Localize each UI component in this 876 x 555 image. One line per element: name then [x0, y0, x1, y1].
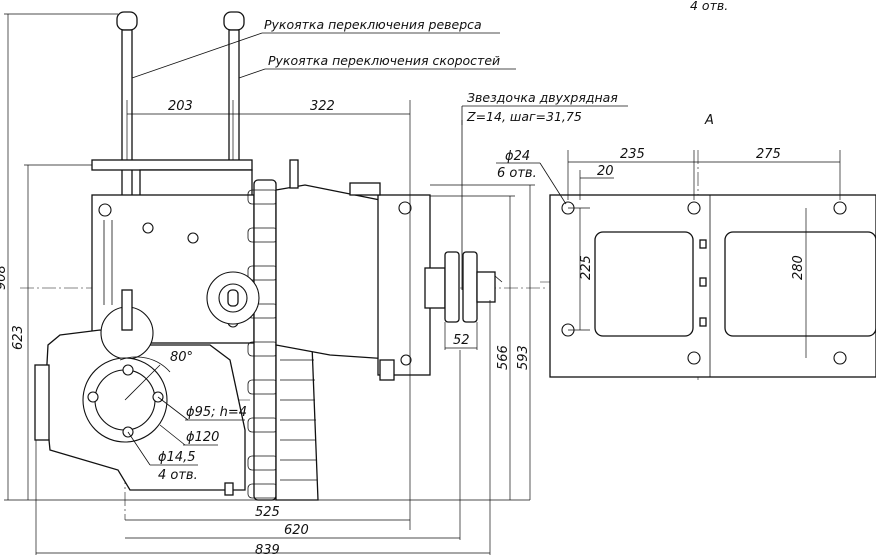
- dim-52: 52: [453, 333, 470, 348]
- dim-620: 620: [284, 523, 309, 538]
- sprocket-spec: Z=14, шаг=31,75: [466, 109, 582, 124]
- dim-203: 203: [168, 99, 193, 114]
- dim-225: 225: [579, 255, 594, 280]
- holes-24-count: 6 отв.: [497, 166, 537, 181]
- dim-322: 322: [310, 99, 335, 114]
- d95-label: ϕ95; h=4: [186, 405, 247, 420]
- dim-275: 275: [756, 147, 781, 162]
- gearbox-side-view: [34, 159, 503, 501]
- dim-623: 623: [11, 325, 26, 350]
- dim-20: 20: [597, 164, 614, 179]
- dim-839: 839: [255, 543, 280, 555]
- view-a-letter: А: [704, 113, 714, 128]
- dim-908: 908: [0, 265, 9, 290]
- dim-235: 235: [620, 147, 645, 162]
- side-dimensions: 203 322 908 623 566 593 52 525 620: [0, 13, 628, 555]
- reverse-handle-label: Рукоятка переключения реверса: [264, 17, 482, 32]
- dim-525: 525: [255, 505, 280, 520]
- sprocket-label: Звездочка двухрядная: [467, 90, 618, 105]
- d14-label: ϕ14,5: [158, 450, 196, 465]
- view-a: А 4 отв. 235 275 20 ϕ24 6 отв.: [496, 0, 876, 378]
- d120-label: ϕ120: [186, 430, 219, 445]
- dim-593: 593: [516, 345, 531, 370]
- corner-note: 4 отв.: [690, 0, 728, 13]
- angle-80: 80°: [170, 350, 193, 365]
- dim-280: 280: [791, 255, 806, 280]
- d14-count: 4 отв.: [158, 468, 198, 483]
- speed-handle-label: Рукоятка переключения скоростей: [268, 53, 500, 68]
- dim-566: 566: [496, 345, 511, 370]
- holes-24-label: ϕ24: [505, 149, 530, 164]
